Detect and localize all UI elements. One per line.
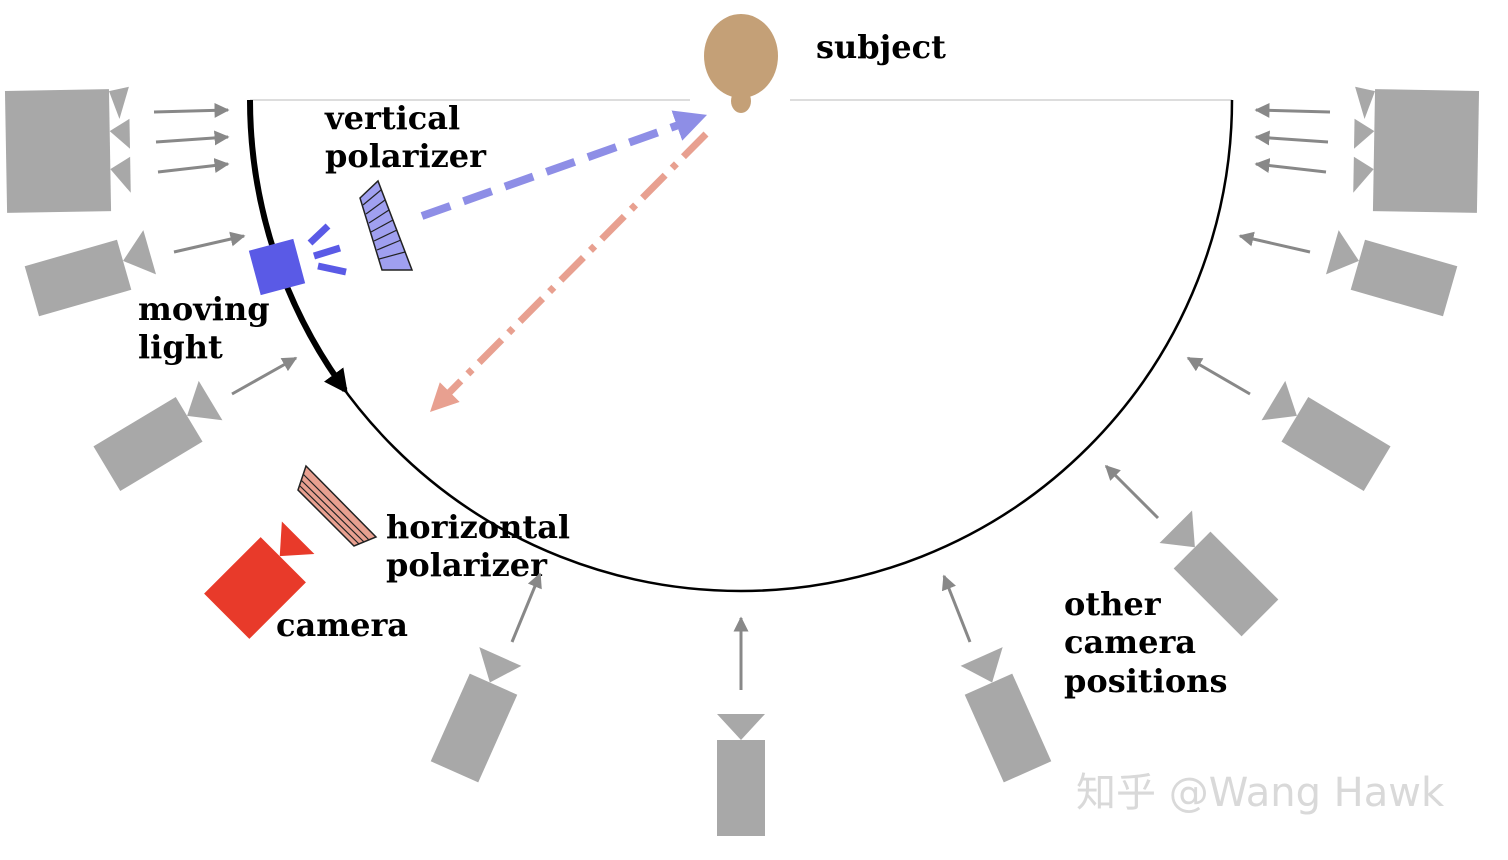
other-camera: [24, 230, 157, 317]
other-camera: [1261, 380, 1391, 492]
other-camera-positions-label-line2: camera: [1064, 623, 1196, 661]
reflected-ray: [429, 131, 709, 413]
other-camera: [1353, 86, 1480, 213]
other-cameras: [4, 86, 1480, 836]
other-camera-positions-label-line1: other: [1064, 585, 1162, 623]
subject-label: subject: [816, 28, 946, 66]
horizontal-polarizer-label-line2: polarizer: [386, 546, 548, 584]
watermark-text: 知乎 @Wang Hawk: [1076, 770, 1445, 816]
moving-light-label-line2: light: [138, 328, 223, 366]
vertical-polarizer-label-line1: vertical: [324, 99, 460, 137]
moving-light: [248, 223, 347, 296]
other-camera: [717, 714, 765, 836]
other-camera: [1325, 230, 1458, 317]
vertical-polarizer-label-line2: polarizer: [325, 137, 487, 175]
camera-view-arrows: [153, 102, 1331, 690]
incident-ray: [420, 110, 708, 220]
moving-light-label-line1: moving: [138, 290, 270, 328]
other-camera: [1159, 510, 1279, 637]
other-camera: [430, 647, 522, 783]
other-camera: [960, 647, 1052, 783]
horizontal-polarizer-label-line1: horizontal: [386, 508, 570, 546]
other-camera: [4, 86, 131, 213]
vertical-polarizer: [359, 179, 414, 271]
subject-head: [704, 14, 778, 113]
other-camera-positions-label-line3: positions: [1064, 662, 1227, 700]
main-camera: [204, 521, 315, 639]
horizontal-polarizer: [297, 464, 378, 547]
camera-label: camera: [276, 606, 408, 644]
other-camera: [93, 380, 223, 492]
